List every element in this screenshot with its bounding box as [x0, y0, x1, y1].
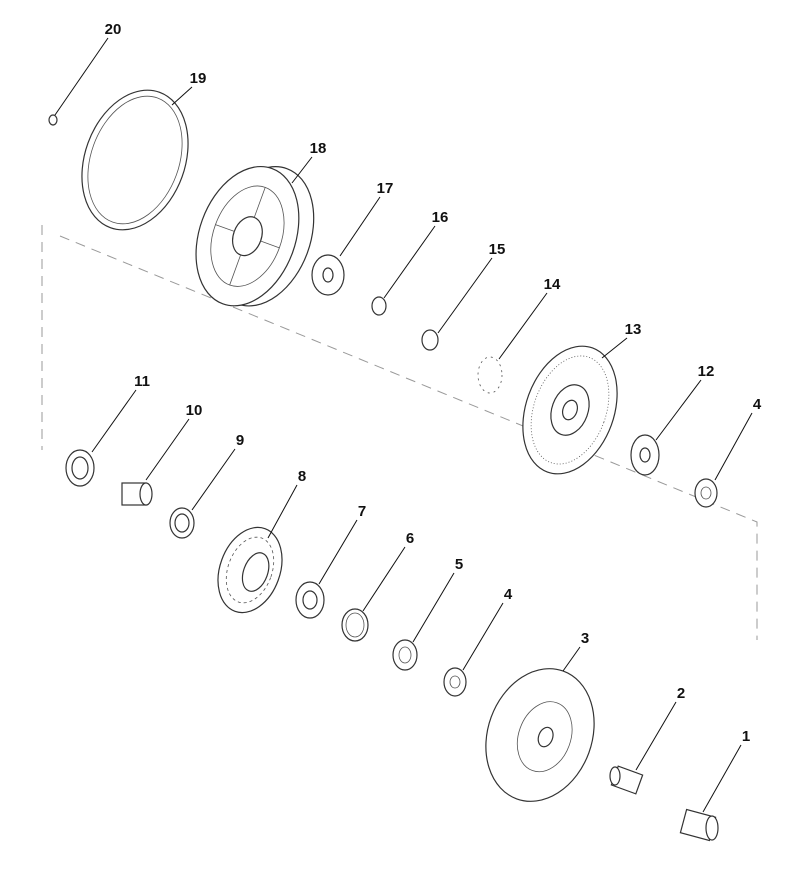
callout-10: 10 [186, 402, 203, 419]
callout-14: 14 [544, 276, 561, 293]
assembly-boundary [41, 225, 758, 640]
part-11-seal [65, 449, 95, 487]
callout-4-upper: 4 [753, 396, 762, 413]
part-14-spring-set [477, 356, 503, 394]
callout-18: 18 [310, 140, 327, 157]
part-20-nut [48, 114, 58, 126]
callout-3: 3 [581, 630, 589, 647]
callout-19: 19 [190, 70, 207, 87]
part-15-clip [421, 329, 439, 351]
callout-5: 5 [455, 556, 463, 573]
part-13-clutch-disc [522, 345, 618, 475]
callout-11: 11 [134, 373, 150, 390]
callout-2: 2 [677, 685, 685, 702]
part-6-washer [341, 608, 369, 642]
callout-20: 20 [105, 21, 122, 38]
callout-7: 7 [358, 503, 366, 520]
part-16-washer [371, 296, 387, 316]
part-19-ring-gear [81, 89, 189, 231]
part-8-stator [217, 526, 283, 614]
part-4-washer-lower [443, 667, 467, 697]
part-10-bushing [121, 482, 153, 506]
part-1-cap [679, 808, 719, 842]
part-2-pilot [609, 765, 644, 795]
part-3-cover [485, 668, 595, 802]
callout-6: 6 [406, 530, 414, 547]
callout-8: 8 [298, 468, 306, 485]
callout-12: 12 [698, 363, 715, 380]
callout-9: 9 [236, 432, 244, 449]
part-5-thrust-washer [392, 639, 418, 671]
callout-16: 16 [432, 209, 449, 226]
part-12-plate [630, 434, 660, 476]
part-4-washer-upper [694, 478, 718, 508]
callout-13: 13 [625, 321, 642, 338]
callout-15: 15 [489, 241, 506, 258]
callout-17: 17 [377, 180, 394, 197]
leader-lines [54, 37, 753, 813]
callout-4-lower: 4 [504, 586, 513, 603]
part-17-hub [311, 254, 345, 296]
part-9-bearing [169, 507, 195, 539]
part-18-flywheel [195, 165, 315, 307]
callout-1: 1 [742, 728, 750, 745]
part-7-plate [295, 581, 325, 619]
